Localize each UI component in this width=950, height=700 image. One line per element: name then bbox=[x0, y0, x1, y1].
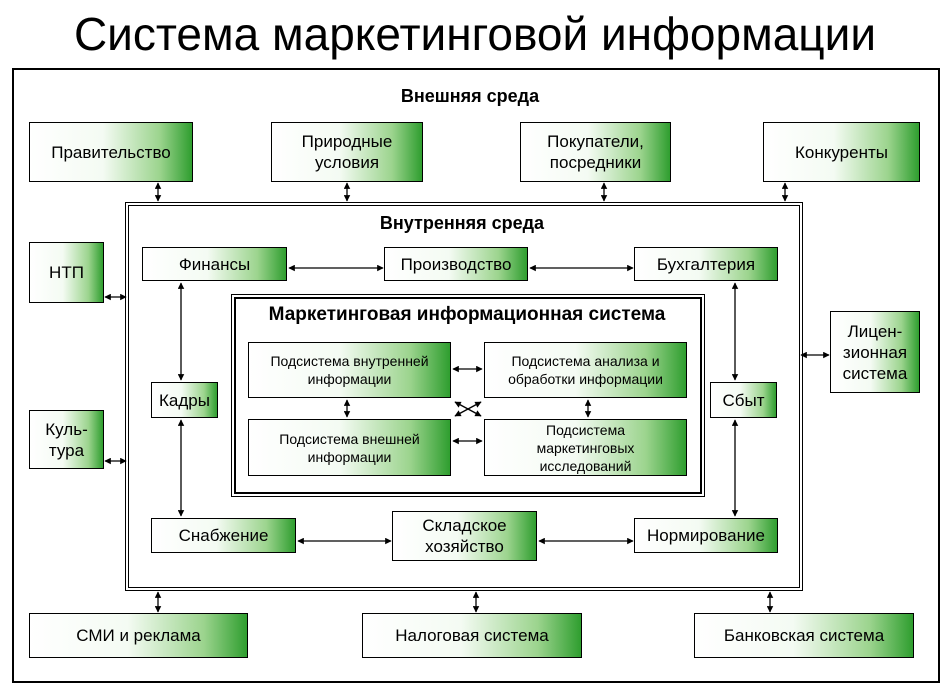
box-culture: Куль-тура bbox=[29, 410, 104, 469]
box-research-subsystem: Подсистема маркетинговых исследований bbox=[484, 419, 687, 476]
box-finance: Финансы bbox=[142, 247, 287, 281]
internal-environment-label: Внутренняя среда bbox=[379, 213, 545, 233]
box-analysis-subsystem: Подсистема анализа и обработки информаци… bbox=[484, 342, 687, 398]
box-personnel: Кадры bbox=[151, 382, 218, 418]
box-buyers: Покупатели, посредники bbox=[520, 122, 671, 182]
box-bank: Банковская система bbox=[694, 613, 914, 658]
external-environment-label: Внешняя среда bbox=[400, 86, 540, 106]
box-license: Лицен-зионная система bbox=[830, 311, 920, 393]
box-supply: Снабжение bbox=[151, 518, 296, 553]
internal-environment-frame bbox=[125, 202, 803, 591]
box-competitors: Конкуренты bbox=[763, 122, 920, 182]
box-external-info-subsystem: Подсистема внешней информации bbox=[248, 419, 451, 476]
page-title: Система маркетинговой информации bbox=[73, 8, 877, 60]
box-government: Правительство bbox=[29, 122, 193, 182]
arrow-cross-2 bbox=[454, 401, 482, 417]
box-production: Производство bbox=[384, 247, 528, 281]
box-nature: Природные условия bbox=[271, 122, 423, 182]
box-tax: Налоговая система bbox=[362, 613, 582, 658]
box-internal-info-subsystem: Подсистема внутренней информации bbox=[248, 342, 451, 398]
mis-label: Маркетинговая информационная система bbox=[268, 304, 666, 325]
external-environment-frame bbox=[12, 68, 940, 683]
box-rationing: Нормирование bbox=[634, 518, 778, 553]
mis-frame bbox=[231, 294, 705, 497]
box-sales: Сбыт bbox=[710, 382, 777, 418]
box-warehouse: Складское хозяйство bbox=[392, 511, 537, 561]
box-ntp: НТП bbox=[29, 242, 104, 303]
box-accounting: Бухгалтерия bbox=[634, 247, 778, 281]
box-media: СМИ и реклама bbox=[29, 613, 248, 658]
